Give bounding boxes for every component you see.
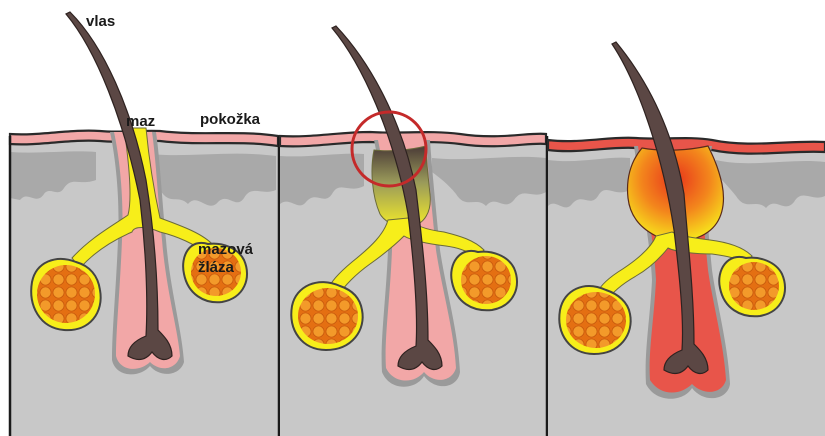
panel-inflamed — [548, 42, 825, 436]
gland-cells-left — [566, 292, 626, 348]
label-gland-line2: žláza — [198, 259, 235, 276]
label-gland-line1: mazová — [198, 241, 254, 258]
gland-cells-right — [729, 262, 779, 310]
gland-cells-left — [37, 265, 95, 323]
panel-normal — [10, 12, 278, 436]
gland-cells-left — [298, 288, 358, 344]
gland-cells-right — [461, 256, 511, 304]
label-hair: vlas — [86, 13, 115, 30]
label-epidermis: pokožka — [200, 111, 261, 128]
panel-blocked — [280, 26, 546, 436]
label-sebum: maz — [126, 113, 155, 130]
